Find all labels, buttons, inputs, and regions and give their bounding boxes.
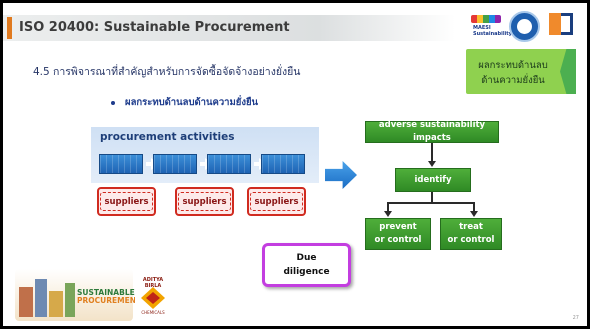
flow-connector xyxy=(387,202,389,211)
down-arrow-icon xyxy=(384,211,392,217)
page-number: 27 xyxy=(572,315,579,321)
supplier-label: suppliers xyxy=(178,192,231,211)
slide-title: ISO 20400: Sustainable Procurement xyxy=(19,20,290,35)
activity-arrow-stem xyxy=(200,162,205,166)
wordmark-line1: SUSTAINABLE xyxy=(77,288,135,297)
ipd-logo-part-b xyxy=(561,13,573,35)
sustainable-procurement-logo: SUSTAINABLE PROCUREMENT xyxy=(15,269,141,321)
activity-block xyxy=(153,154,197,174)
topic-tag-line1: ผลกระทบด้านลบ xyxy=(478,60,548,71)
down-arrow-icon xyxy=(428,161,436,167)
supplier-label: suppliers xyxy=(100,192,153,211)
sustainable-procurement-wordmark: SUSTAINABLE PROCUREMENT xyxy=(77,289,141,305)
procurement-activities-title: procurement activities xyxy=(100,131,235,143)
activity-arrow-stem xyxy=(254,162,259,166)
supplier-box: suppliers xyxy=(175,187,234,216)
aditya-birla-logo: ADITYA BIRLA CHEMICALS xyxy=(135,277,171,319)
maesi-logo-mark xyxy=(471,15,501,23)
adverse-impacts-box: adverse sustainability impacts xyxy=(365,120,499,143)
due-label: Due xyxy=(296,253,317,263)
bullet-text: ผลกระทบด้านลบด้านความยั่งยืน xyxy=(125,97,259,108)
building-shape xyxy=(49,291,63,317)
seal-logo-inner xyxy=(517,19,532,34)
topic-tag-line2: ด้านความยั่งยืน xyxy=(481,75,545,86)
wordmark-line2: PROCUREMENT xyxy=(77,296,142,305)
presentation-slide: ISO 20400: Sustainable Procurement MAESI… xyxy=(3,3,587,326)
building-shape xyxy=(65,283,75,317)
supplier-box: suppliers xyxy=(97,187,156,216)
treat-or-control-box: treat or control xyxy=(440,218,502,250)
diligence-label: diligence xyxy=(283,267,330,277)
aditya-birla-sub: CHEMICALS xyxy=(141,310,165,315)
flow-connector xyxy=(387,202,475,204)
topic-tag: ผลกระทบด้านลบ ด้านความยั่งยืน xyxy=(466,49,576,94)
maesi-logo: MAESI Sustainability xyxy=(467,11,512,41)
building-shape xyxy=(35,279,47,317)
prevent-label: prevent xyxy=(379,222,417,232)
treat-label: treat xyxy=(459,222,483,232)
supplier-label: suppliers xyxy=(250,192,303,211)
flow-connector xyxy=(431,143,433,161)
activity-block xyxy=(207,154,251,174)
supplier-box: suppliers xyxy=(247,187,306,216)
aditya-birla-name: ADITYA BIRLA xyxy=(142,277,164,289)
title-bar xyxy=(3,15,455,41)
bullet-dot-icon xyxy=(111,100,115,105)
bullet-item: ผลกระทบด้านลบด้านความยั่งยืน xyxy=(111,95,258,110)
procurement-activities-panel: procurement activities xyxy=(91,127,319,183)
seal-logo xyxy=(509,11,540,42)
maesi-logo-text: MAESI Sustainability xyxy=(473,25,512,37)
activity-arrow-stem xyxy=(146,162,151,166)
flow-connector xyxy=(431,192,433,202)
due-diligence-box: Due diligence xyxy=(262,243,351,287)
tag-chevron-icon xyxy=(560,49,576,94)
identify-box: identify xyxy=(395,168,471,192)
flow-connector xyxy=(473,202,475,211)
activity-block xyxy=(261,154,305,174)
treat-sub-label: or control xyxy=(447,235,495,245)
section-subtitle: 4.5 การพิจารณาที่สำคัญสำหรับการจัดซื้อจั… xyxy=(33,66,301,78)
ipd-logo xyxy=(547,11,577,39)
prevent-sub-label: or control xyxy=(374,235,422,245)
building-shape xyxy=(19,287,33,317)
ipd-logo-part-a xyxy=(549,13,561,35)
prevent-or-control-box: prevent or control xyxy=(365,218,431,250)
aditya-logo-mark-inner xyxy=(146,292,160,304)
down-arrow-icon xyxy=(470,211,478,217)
title-accent-bar xyxy=(7,17,12,39)
activity-block xyxy=(99,154,143,174)
right-arrow-icon xyxy=(325,161,357,189)
